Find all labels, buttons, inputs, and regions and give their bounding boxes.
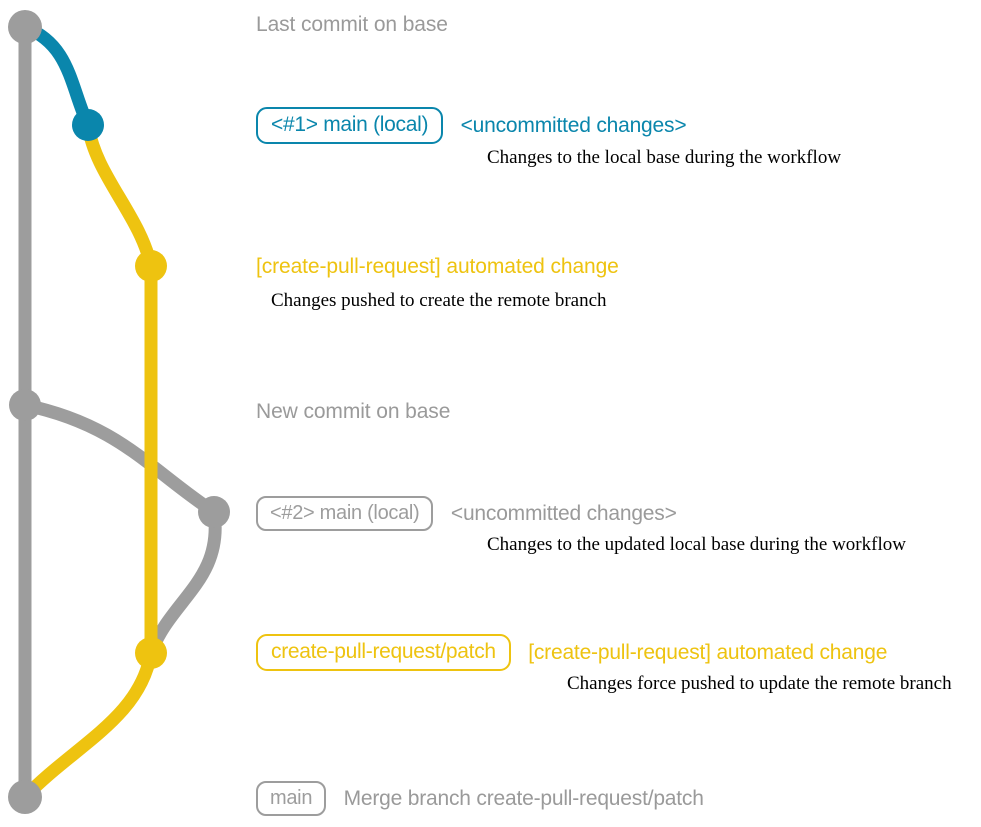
node-base-merge-commit[interactable] bbox=[8, 780, 42, 814]
row-last-commit-on-base: Last commit on base bbox=[256, 12, 448, 38]
row-description: Changes to the updated local base during… bbox=[487, 534, 906, 555]
node-remote-commit-2[interactable] bbox=[135, 637, 167, 669]
commit-subject: [create-pull-request] automated change bbox=[528, 640, 888, 664]
commit-subject: <uncommitted changes> bbox=[450, 501, 677, 525]
row-description: Changes to the local base during the wor… bbox=[487, 147, 842, 168]
branch-badge-main-local-1[interactable]: <#1> main (local) bbox=[256, 107, 444, 144]
row-local-uncommitted-2: <#2> main (local) <uncommitted changes> bbox=[256, 496, 677, 531]
node-remote-commit-1[interactable] bbox=[135, 250, 167, 282]
row-description: Changes force pushed to update the remot… bbox=[567, 673, 952, 694]
commit-subject: Last commit on base bbox=[256, 13, 448, 36]
row-local-uncommitted-1: <#1> main (local) <uncommitted changes> bbox=[256, 107, 687, 144]
row-remote-automated-change-2: create-pull-request/patch [create-pull-r… bbox=[256, 634, 887, 671]
edge-local-1-to-remote-1 bbox=[81, 118, 158, 273]
row-merge-commit: main Merge branch create-pull-request/pa… bbox=[256, 781, 704, 816]
commit-subject: New commit on base bbox=[256, 400, 451, 423]
row-remote-automated-change-1: [create-pull-request] automated change bbox=[256, 254, 619, 280]
node-base-last-commit[interactable] bbox=[8, 10, 42, 44]
branch-badge-create-pull-request-patch[interactable]: create-pull-request/patch bbox=[256, 634, 511, 671]
branch-badge-main-local-2[interactable]: <#2> main (local) bbox=[256, 496, 434, 531]
edge-base-to-local-1 bbox=[18, 20, 95, 132]
row-new-commit-on-base: New commit on base bbox=[256, 399, 450, 425]
edge-local-2-to-remote-2 bbox=[144, 505, 222, 660]
commit-subject: <uncommitted changes> bbox=[460, 113, 687, 137]
branch-badge-main[interactable]: main bbox=[256, 781, 327, 816]
node-local-change-2[interactable] bbox=[198, 496, 230, 528]
edge-base-to-local-2 bbox=[18, 398, 221, 519]
edge-remote-2-to-merge bbox=[18, 646, 158, 804]
commit-subject: [create-pull-request] automated change bbox=[256, 255, 619, 278]
node-local-change-1[interactable] bbox=[72, 109, 104, 141]
commit-subject: Merge branch create-pull-request/patch bbox=[343, 786, 704, 810]
row-description: Changes pushed to create the remote bran… bbox=[271, 290, 607, 311]
node-base-new-commit[interactable] bbox=[9, 389, 41, 421]
